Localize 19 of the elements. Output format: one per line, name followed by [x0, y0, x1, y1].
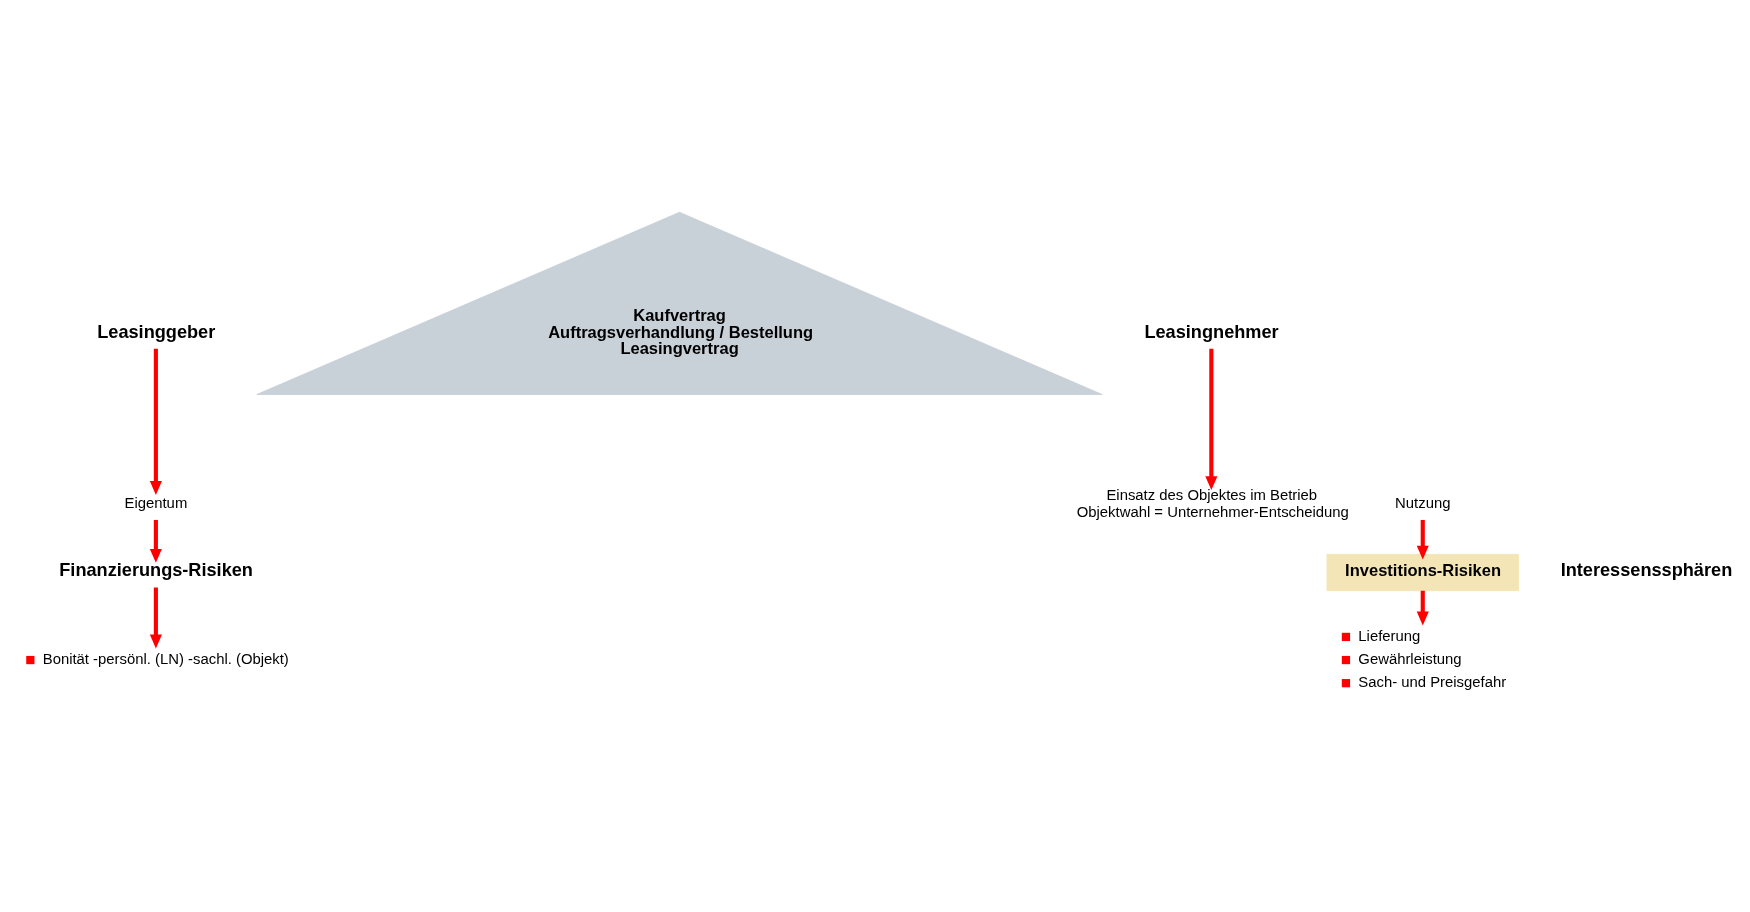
node-box: Investitions-Risiken: [1326, 553, 1519, 592]
arrow: [149, 348, 162, 495]
node-text: Einsatz des Objektes im Betrieb Objektwahl = Unternehmer-Entscheidung: [1076, 487, 1349, 520]
arrow: [1416, 590, 1429, 626]
node-label: Lieferung: [1358, 627, 1421, 644]
node-text: Leasinggeber: [97, 321, 216, 342]
node-text: Leasingnehmer: [1144, 321, 1279, 342]
node-text: Nutzung: [1395, 495, 1451, 512]
node-label: Bonität -persönl. (LN) -sachl. (Objekt): [42, 650, 289, 667]
label: Interessenssphären: [1560, 560, 1733, 581]
arrow: [149, 519, 162, 563]
node-label: Gewährleistung: [1358, 650, 1462, 667]
arrow: [1416, 519, 1429, 560]
node-text: Eigentum: [124, 495, 188, 512]
node-text: Finanzierungs-Risiken: [59, 560, 253, 581]
node-box: [26, 655, 35, 665]
node-label: Sach- und Preisgefahr: [1358, 673, 1507, 690]
arrow: [1205, 348, 1218, 491]
arrow: [149, 587, 162, 649]
